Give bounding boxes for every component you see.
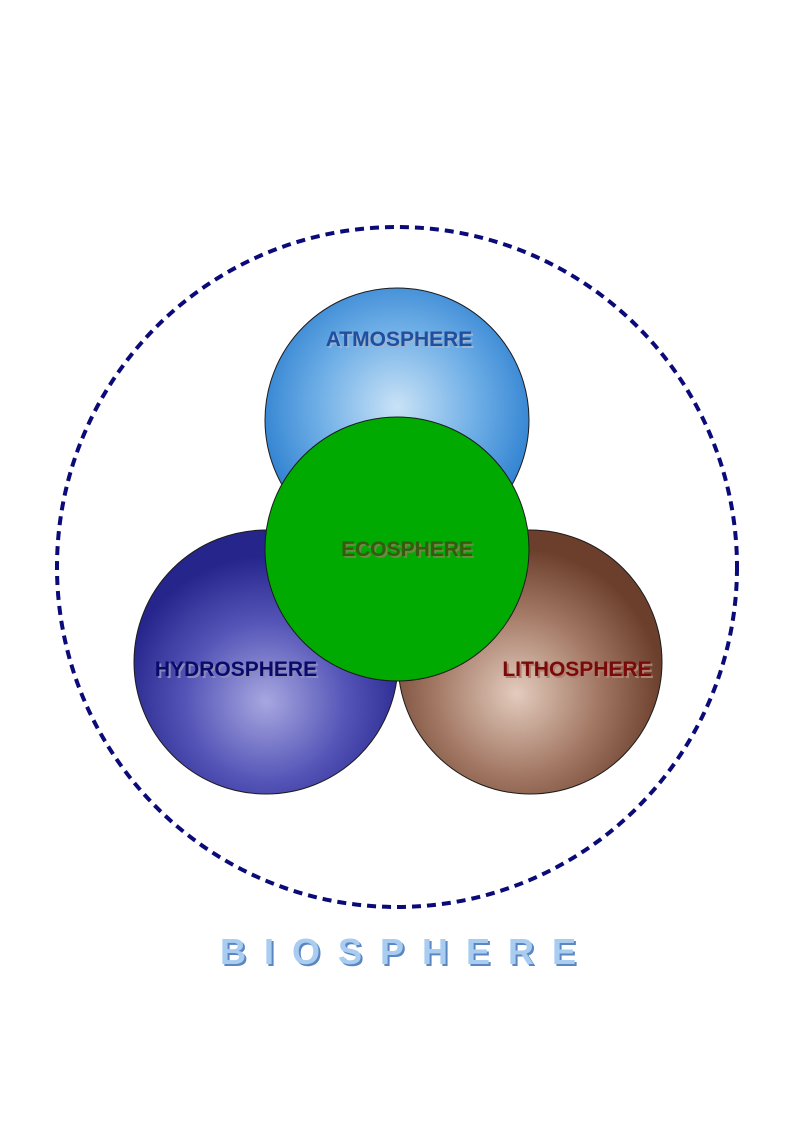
ecosphere-label-shadow: ECOSPHERE bbox=[343, 540, 475, 563]
biosphere-title: BIOSPHERE bbox=[220, 931, 594, 972]
ecosphere-label: ECOSPHERE bbox=[341, 538, 473, 561]
ecosphere-sphere bbox=[264, 416, 530, 682]
biosphere-title-shadow: BIOSPHERE bbox=[222, 933, 596, 974]
hydrosphere-label: HYDROSPHERE bbox=[155, 658, 317, 681]
lithosphere-label-shadow: LITHOSPHERE bbox=[504, 660, 653, 683]
atmosphere-label-shadow: ATMOSPHERE bbox=[328, 330, 475, 353]
lithosphere-label: LITHOSPHERE bbox=[502, 658, 651, 681]
biosphere-boundary bbox=[55, 225, 739, 909]
hydrosphere-label-shadow: HYDROSPHERE bbox=[157, 660, 319, 683]
atmosphere-label: ATMOSPHERE bbox=[326, 328, 473, 351]
